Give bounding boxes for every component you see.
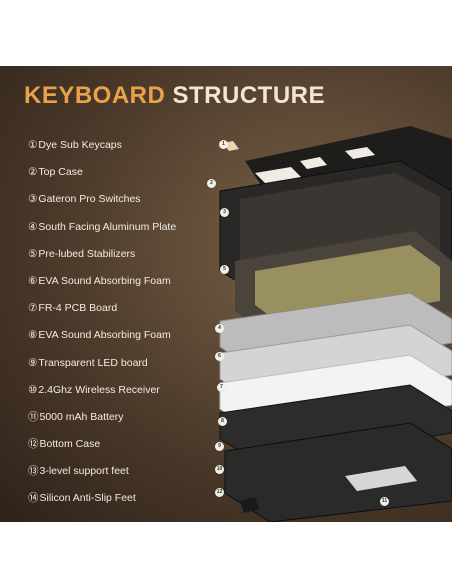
list-item: ⑩2.4Ghz Wireless Receiver — [28, 383, 160, 396]
list-item: ⑤Pre-lubed Stabilizers — [28, 247, 136, 260]
bottom-case-layer — [224, 422, 452, 522]
component-label: Bottom Case — [39, 438, 101, 451]
callout-11: 11 — [380, 497, 389, 506]
keyboard-structure-panel: KEYBOARD STRUCTURE ①Dye Sub Keycaps ②Top… — [0, 66, 452, 522]
list-item: ⑭Silicon Anti-Slip Feet — [28, 492, 136, 505]
callout-5: 5 — [220, 265, 229, 274]
component-label: Dye Sub Keycaps — [38, 139, 122, 151]
page-title: KEYBOARD STRUCTURE — [24, 82, 325, 110]
list-item: ⑧EVA Sound Absorbing Foam — [28, 329, 171, 342]
component-label: Transparent LED board — [38, 356, 148, 369]
callout-12: 12 — [215, 488, 224, 497]
callout-8: 8 — [218, 417, 227, 426]
callout-4: 4 — [215, 324, 224, 333]
component-label: 2.4Ghz Wireless Receiver — [38, 383, 160, 396]
component-label: 5000 mAh Battery — [39, 410, 124, 423]
keyboard-layers-graphic — [219, 126, 452, 522]
callout-7: 7 — [217, 383, 226, 392]
title-word-keyboard: KEYBOARD — [24, 82, 166, 109]
callout-2: 2 — [207, 179, 216, 188]
callout-9: 9 — [215, 442, 224, 451]
callout-10: 10 — [215, 465, 224, 474]
list-item: ⑫Bottom Case — [28, 438, 101, 451]
list-item: ⑥EVA Sound Absorbing Foam — [28, 274, 171, 287]
exploded-keyboard-illustration: 1 2 3 4 5 6 7 8 9 10 11 12 13 14 — [195, 121, 452, 522]
list-item: ②Top Case — [28, 166, 83, 179]
component-label: 3-level support feet — [39, 465, 129, 478]
title-word-structure: STRUCTURE — [172, 82, 326, 109]
component-label: Top Case — [38, 166, 83, 179]
list-item: ⑪5000 mAh Battery — [28, 410, 124, 423]
callout-6: 6 — [215, 352, 224, 361]
list-item: ③Gateron Pro Switches — [28, 193, 141, 206]
component-label: EVA Sound Absorbing Foam — [38, 329, 171, 342]
component-label: Pre-lubed Stabilizers — [38, 247, 136, 260]
component-label: FR-4 PCB Board — [38, 302, 118, 315]
list-item: ⑨Transparent LED board — [28, 356, 148, 369]
callout-1: 1 — [219, 140, 228, 149]
component-label: EVA Sound Absorbing Foam — [38, 274, 171, 287]
callout-3: 3 — [220, 208, 229, 217]
component-label: Silicon Anti-Slip Feet — [39, 492, 136, 505]
list-item: ④South Facing Aluminum Plate — [28, 220, 177, 233]
list-item: ①Dye Sub Keycaps — [28, 139, 122, 151]
component-label: South Facing Aluminum Plate — [38, 220, 177, 233]
list-item: ⑦FR-4 PCB Board — [28, 302, 118, 315]
component-label: Gateron Pro Switches — [38, 193, 141, 206]
list-item: ⑬3-level support feet — [28, 465, 129, 478]
component-list: ①Dye Sub Keycaps ②Top Case ③Gateron Pro … — [28, 135, 176, 516]
